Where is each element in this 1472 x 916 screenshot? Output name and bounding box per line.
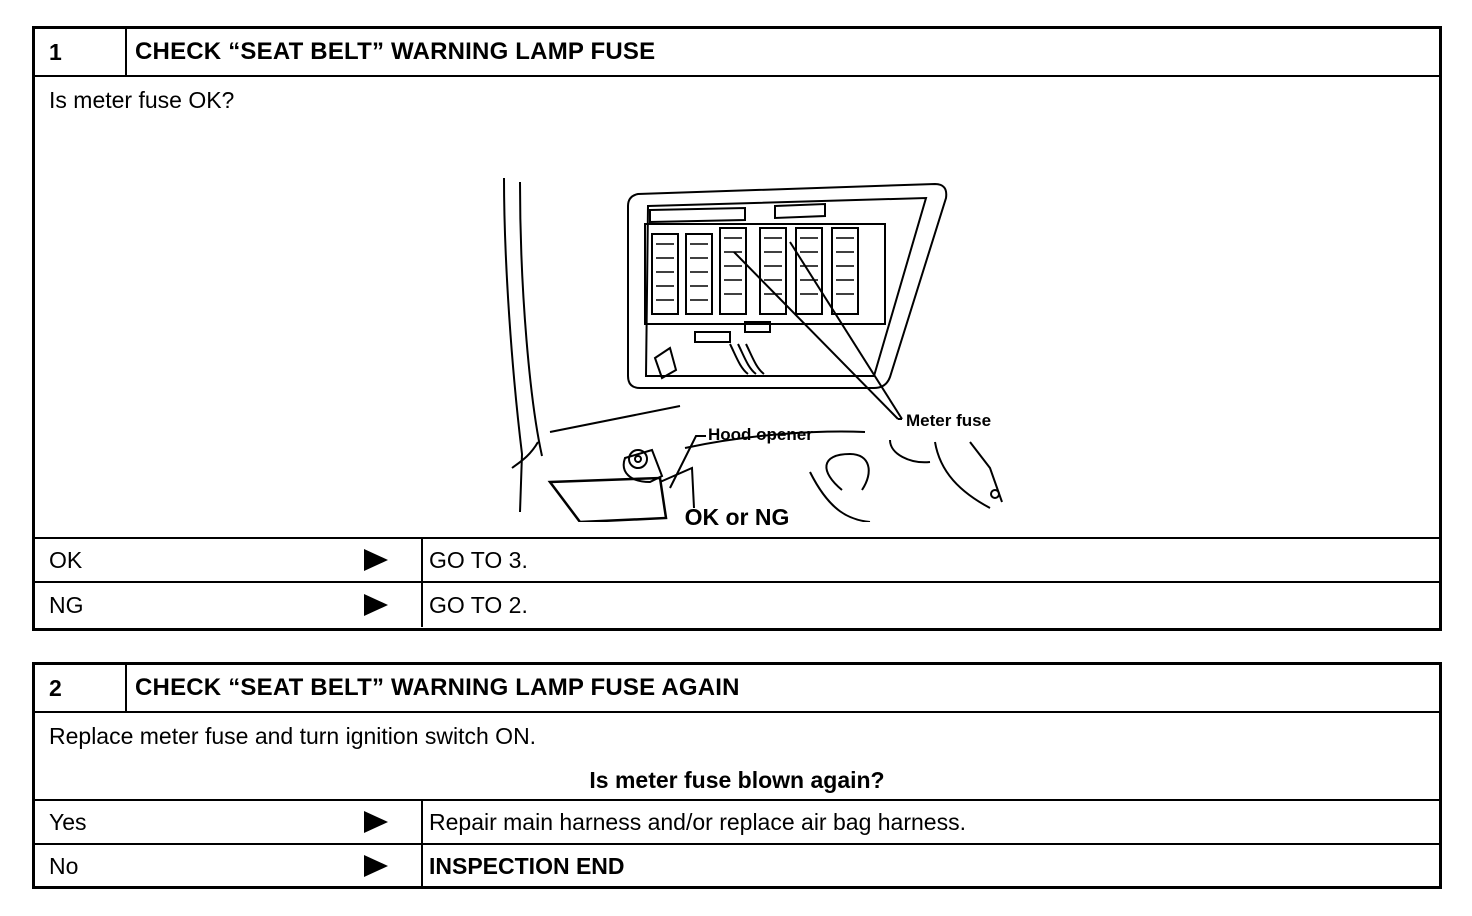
result-label: Yes xyxy=(35,801,423,843)
result-action: Repair main harness and/or replace air b… xyxy=(429,808,966,835)
result-value: Yes xyxy=(49,808,87,835)
meter-fuse-label: Meter fuse xyxy=(906,411,991,430)
result-label: No xyxy=(35,845,423,887)
ok-or-ng-prompt: OK or NG xyxy=(684,504,790,530)
fuse-box-illustration: Hood opener Meter fuse xyxy=(503,177,1003,522)
step-title: CHECK “SEAT BELT” WARNING LAMP FUSE xyxy=(135,38,656,65)
arrow-right-icon xyxy=(364,855,388,877)
result-row: NG GO TO 2. xyxy=(35,581,1439,627)
result-value: No xyxy=(49,852,79,879)
result-row: OK GO TO 3. xyxy=(35,537,1439,581)
hood-opener-label: Hood opener xyxy=(708,425,813,444)
step-1-body: Is meter fuse OK? xyxy=(35,77,1439,537)
result-action: GO TO 2. xyxy=(429,591,528,618)
arrow-right-icon xyxy=(364,811,388,833)
result-row: Yes Repair main harness and/or replace a… xyxy=(35,799,1439,843)
result-action: GO TO 3. xyxy=(429,546,528,573)
step-question: Is meter fuse OK? xyxy=(49,87,235,113)
result-value: NG xyxy=(49,591,84,618)
result-action: INSPECTION END xyxy=(429,852,625,879)
step-number: 1 xyxy=(35,29,127,75)
step-number: 2 xyxy=(35,665,127,711)
result-row: No INSPECTION END xyxy=(35,843,1439,887)
arrow-right-icon xyxy=(364,549,388,571)
step-2-table: 2 CHECK “SEAT BELT” WARNING LAMP FUSE AG… xyxy=(32,662,1442,889)
arrow-right-icon xyxy=(364,594,388,616)
step-1-table: 1 CHECK “SEAT BELT” WARNING LAMP FUSE Is… xyxy=(32,26,1442,631)
step-instruction: Replace meter fuse and turn ignition swi… xyxy=(49,723,537,749)
step-2-body: Replace meter fuse and turn ignition swi… xyxy=(35,713,1439,799)
result-label: OK xyxy=(35,539,423,581)
step-title: CHECK “SEAT BELT” WARNING LAMP FUSE AGAI… xyxy=(135,674,740,701)
step-question: Is meter fuse blown again? xyxy=(589,767,885,793)
step-1-header: 1 CHECK “SEAT BELT” WARNING LAMP FUSE xyxy=(35,29,1439,77)
result-value: OK xyxy=(49,546,83,573)
step-2-header: 2 CHECK “SEAT BELT” WARNING LAMP FUSE AG… xyxy=(35,665,1439,713)
result-label: NG xyxy=(35,583,423,627)
